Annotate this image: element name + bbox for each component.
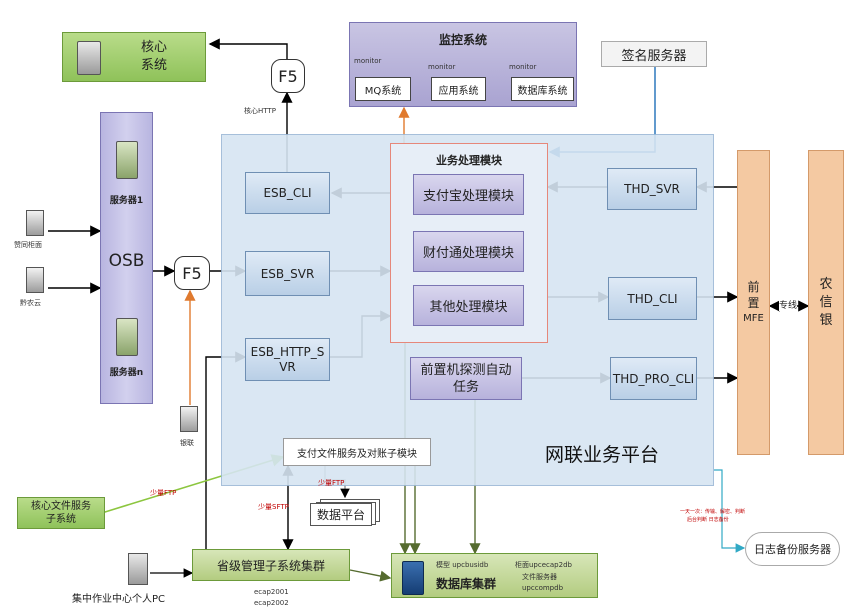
backup-note1: 一天一次：传输、解密、判断	[680, 509, 746, 515]
thd-pro-cli[interactable]: THD_PRO_CLI	[610, 357, 697, 400]
mq-system[interactable]: MQ系统	[355, 77, 411, 101]
f5-middle[interactable]: F5	[174, 256, 210, 290]
probe-task[interactable]: 前置机探测自动 任务	[410, 357, 522, 400]
server-icon	[116, 141, 138, 179]
probe-line1: 前置机探测自动	[420, 362, 512, 378]
servern-label: 服务器n	[109, 368, 144, 378]
mfe-char3: MFE	[743, 312, 764, 324]
mfe-char2: 置	[747, 295, 760, 310]
monitor-tag-3: monitor	[509, 63, 537, 71]
db-cluster[interactable]: 模型 upcbusidb 数据库集群 柜面upcecap2db 文件服务器 up…	[391, 553, 598, 598]
db-cluster-title: 数据库集群	[436, 577, 497, 591]
core-file-line1: 核心文件服务	[31, 501, 91, 512]
core-system-line2: 系统	[140, 58, 167, 73]
sftp-label: 少量SFTP	[258, 503, 289, 511]
business-module-title: 业务处理模块	[436, 154, 502, 167]
db-line2: 柜面upcecap2db	[515, 561, 572, 569]
client-b-label: 黔农云	[20, 299, 41, 307]
core-http-label: 核心HTTP	[244, 107, 276, 115]
center-pc-label: 集中作业中心个人PC	[72, 594, 166, 605]
server1-label: 服务器1	[109, 196, 144, 206]
client-server-icon	[26, 267, 44, 293]
ecap1-label: ecap2001	[254, 588, 289, 596]
line-label: 专线	[779, 298, 798, 311]
osb-label: OSB	[108, 251, 145, 271]
other-module[interactable]: 其他处理模块	[413, 285, 524, 326]
log-backup-server[interactable]: 日志备份服务器	[745, 532, 840, 566]
esb-http-line1: ESB_HTTP_S	[250, 344, 325, 359]
db-system[interactable]: 数据库系统	[511, 77, 574, 101]
core-file-service[interactable]: 核心文件服务 子系统	[17, 497, 105, 529]
sign-server[interactable]: 签名服务器	[601, 41, 707, 67]
thd-svr[interactable]: THD_SVR	[607, 168, 697, 210]
db-line1: 模型 upcbusidb	[436, 561, 489, 569]
db-line3: 文件服务器	[522, 573, 557, 581]
ftp-label-a: 少量FTP	[318, 479, 345, 487]
core-system-line1: 核心	[140, 40, 167, 55]
monitor-title: 监控系统	[438, 33, 487, 47]
client-server-icon	[180, 406, 198, 432]
thd-cli[interactable]: THD_CLI	[608, 277, 697, 320]
core-file-line2: 子系统	[46, 514, 76, 525]
backup-note2: 后台判断 日志备份	[687, 517, 729, 523]
probe-line2: 任务	[452, 379, 479, 395]
pc-icon	[128, 553, 148, 585]
esb-cli[interactable]: ESB_CLI	[245, 172, 330, 214]
alipay-module[interactable]: 支付宝处理模块	[413, 174, 524, 215]
mfe[interactable]: 前 置 MFE	[737, 150, 770, 455]
osb[interactable]: 服务器1 OSB 服务器n	[100, 112, 153, 404]
monitor-tag-1: monitor	[354, 57, 382, 65]
tenpay-module[interactable]: 财付通处理模块	[413, 231, 524, 272]
monitor-tag-2: monitor	[428, 63, 456, 71]
server-icon	[116, 318, 138, 356]
client-c-label: 银联	[180, 439, 194, 447]
ftp-label-b: 少量FTP	[150, 489, 177, 497]
bank-char1: 农	[819, 276, 833, 292]
app-system[interactable]: 应用系统	[431, 77, 486, 101]
monitor-system[interactable]: 监控系统 monitor monitor monitor MQ系统 应用系统 数…	[349, 22, 577, 107]
database-icon	[402, 561, 424, 595]
client-server-icon	[26, 210, 44, 236]
payfile-module[interactable]: 支付文件服务及对账子模块	[283, 438, 431, 466]
db-line4: upccompdb	[522, 584, 564, 592]
business-module[interactable]: 业务处理模块 支付宝处理模块 财付通处理模块 其他处理模块	[390, 143, 548, 343]
bank-char2: 信	[819, 294, 833, 310]
server-icon	[77, 41, 101, 75]
data-platform[interactable]: 数据平台	[310, 503, 372, 526]
platform-label: 网联业务平台	[545, 444, 660, 466]
esb-http-line2: VR	[279, 359, 296, 374]
bank[interactable]: 农 信 银	[808, 150, 844, 455]
bank-char3: 银	[819, 312, 833, 328]
client-a-label: 赞同柜面	[14, 241, 42, 249]
provincial-cluster[interactable]: 省级管理子系统集群	[192, 549, 350, 581]
mfe-char1: 前	[747, 279, 760, 294]
esb-svr[interactable]: ESB_SVR	[245, 251, 330, 296]
esb-http-svr[interactable]: ESB_HTTP_S VR	[245, 338, 330, 381]
ecap2-label: ecap2002	[254, 599, 289, 607]
f5-top[interactable]: F5	[271, 59, 305, 93]
core-system[interactable]: 核心 系统	[62, 32, 206, 82]
